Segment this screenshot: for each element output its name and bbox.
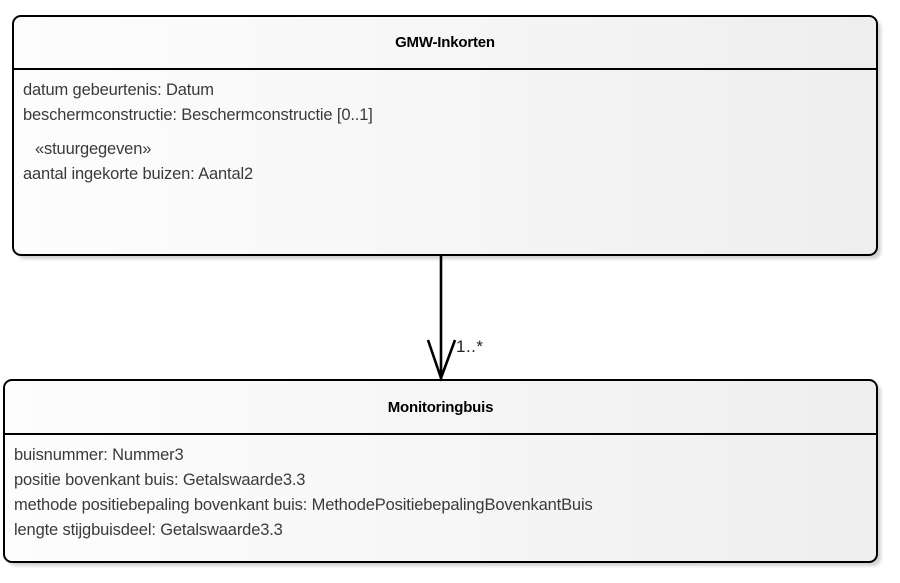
attribute-row: lengte stijgbuisdeel: Getalswaarde3.3 — [14, 521, 283, 539]
attribute-row: positie bovenkant buis: Getalswaarde3.3 — [14, 471, 306, 489]
association-multiplicity-label: 1..* — [456, 337, 484, 356]
attribute-row: methode positiebepaling bovenkant buis: … — [14, 496, 593, 514]
class-attributes-monitoringbuis: buisnummer: Nummer3 positie bovenkant bu… — [5, 435, 876, 549]
class-attributes-gmw-inkorten: datum gebeurtenis: Datum beschermconstru… — [14, 70, 876, 193]
class-box-gmw-inkorten[interactable]: GMW-Inkorten datum gebeurtenis: Datum be… — [12, 15, 878, 256]
attribute-row: beschermconstructie: Beschermconstructie… — [23, 106, 373, 124]
attribute-row: datum gebeurtenis: Datum — [23, 81, 214, 99]
association-arrowhead-icon — [426, 339, 457, 382]
attribute-row: aantal ingekorte buizen: Aantal2 — [23, 165, 254, 183]
class-title-gmw-inkorten: GMW-Inkorten — [14, 17, 876, 70]
class-title-monitoringbuis: Monitoringbuis — [5, 381, 876, 435]
attribute-row: buisnummer: Nummer3 — [14, 446, 184, 464]
stereotype-row: «stuurgegeven» — [35, 140, 152, 158]
class-box-monitoringbuis[interactable]: Monitoringbuis buisnummer: Nummer3 posit… — [3, 379, 878, 563]
